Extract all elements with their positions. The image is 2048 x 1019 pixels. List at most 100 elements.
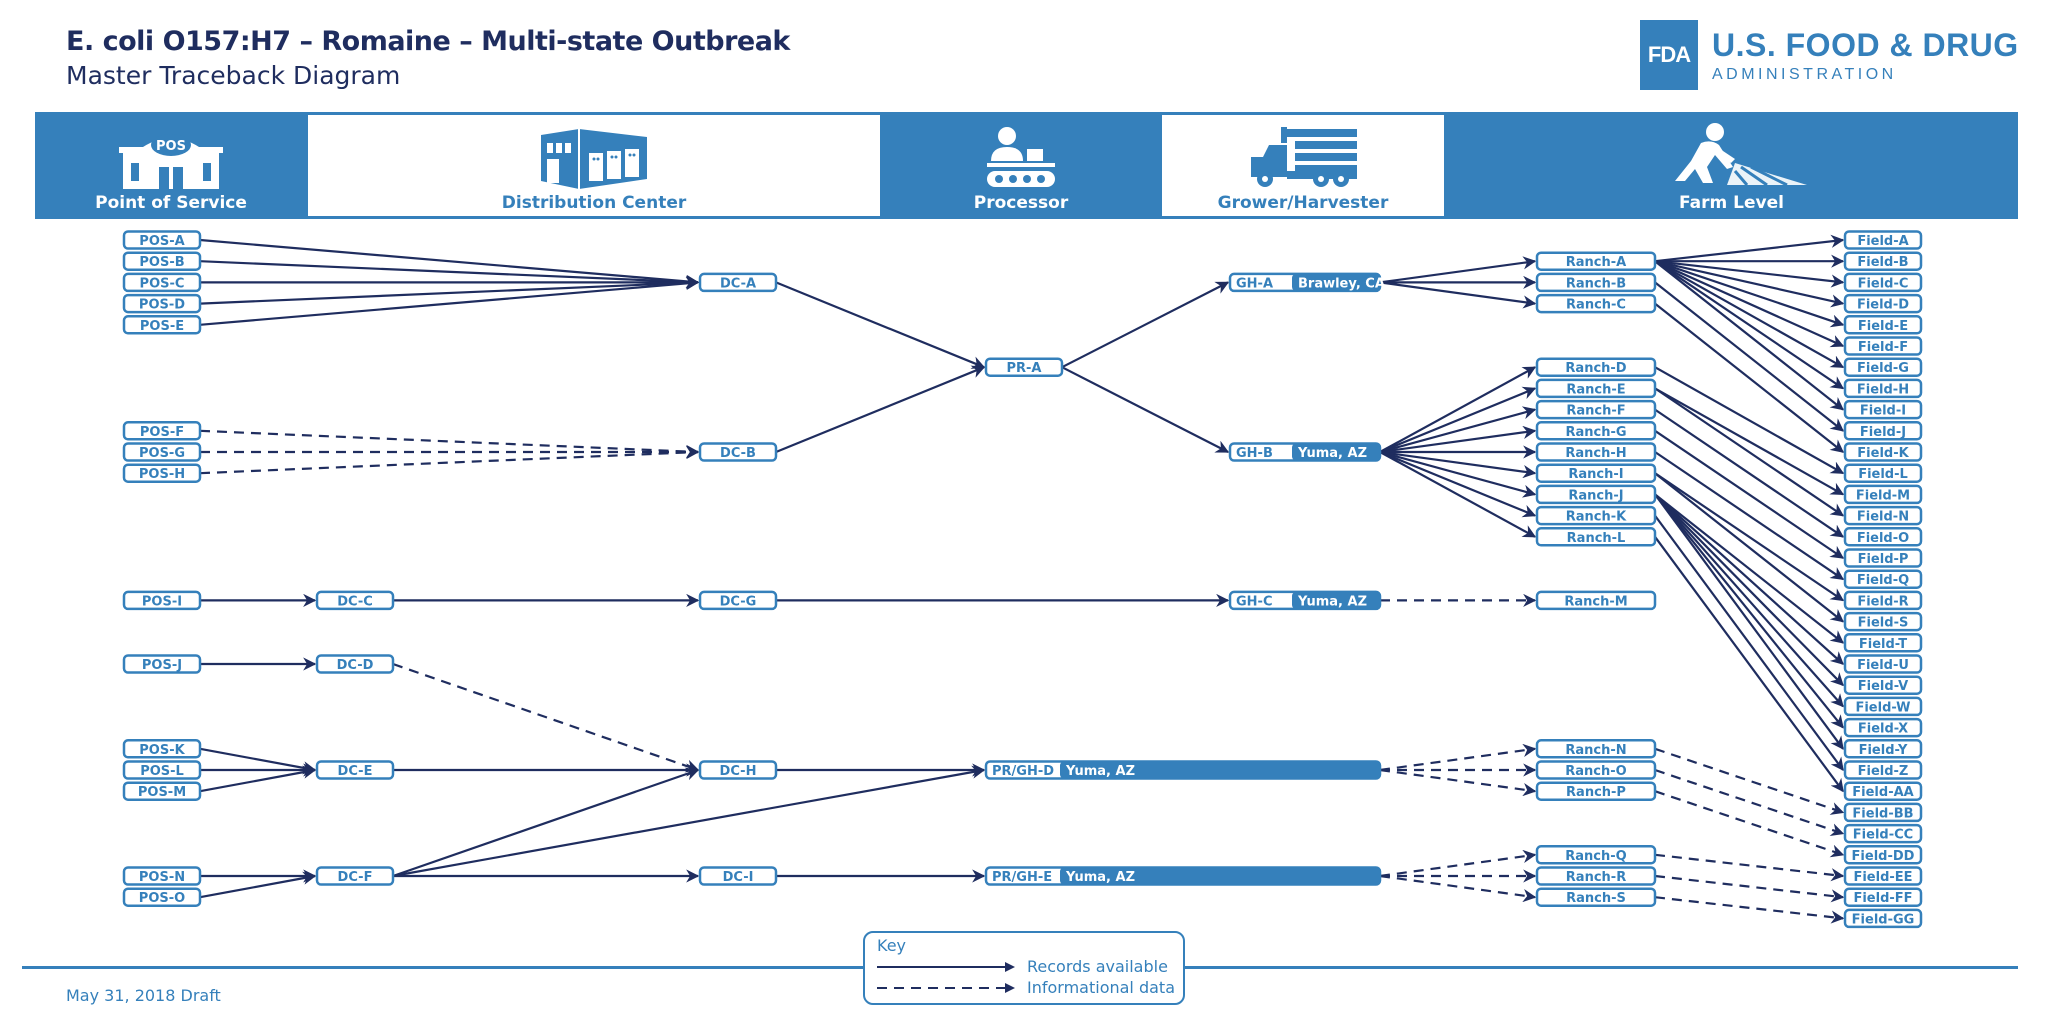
node-label: POS-M [138, 785, 186, 800]
node-pos-g[interactable]: POS-G [122, 442, 202, 462]
node-label: Ranch-C [1566, 298, 1626, 313]
node-ranch-g[interactable]: Ranch-G [1535, 421, 1657, 441]
node-dc-d[interactable]: DC-D [315, 654, 395, 674]
node-ranch-r[interactable]: Ranch-R [1535, 866, 1657, 886]
node-field-v[interactable]: Field-V [1843, 675, 1923, 695]
node-field-k[interactable]: Field-K [1843, 442, 1923, 462]
node-dc-a[interactable]: DC-A [698, 272, 778, 293]
node-field-x[interactable]: Field-X [1843, 717, 1923, 738]
node-ranch-a[interactable]: Ranch-A [1535, 251, 1657, 271]
node-ranch-d[interactable]: Ranch-D [1535, 357, 1657, 377]
node-field-m[interactable]: Field-M [1843, 484, 1923, 505]
node-pos-b[interactable]: POS-B [122, 251, 202, 271]
node-field-d[interactable]: Field-D [1843, 293, 1923, 314]
node-field-gg[interactable]: Field-GG [1843, 908, 1923, 929]
node-field-s[interactable]: Field-S [1843, 611, 1923, 632]
node-field-ee[interactable]: Field-EE [1843, 866, 1923, 886]
node-dc-b[interactable]: DC-B [698, 442, 778, 462]
node-dc-g[interactable]: DC-G [698, 590, 778, 611]
node-field-z[interactable]: Field-Z [1843, 760, 1923, 780]
node-ranch-j[interactable]: Ranch-J [1535, 484, 1657, 505]
node-pos-h[interactable]: POS-H [122, 463, 202, 483]
node-field-c[interactable]: Field-C [1843, 272, 1923, 293]
node-label: Field-CC [1853, 828, 1913, 843]
node-field-ff[interactable]: Field-FF [1843, 887, 1923, 907]
node-dc-f[interactable]: DC-F [315, 866, 395, 886]
node-field-a[interactable]: Field-A [1843, 230, 1923, 250]
node-pos-l[interactable]: POS-L [122, 760, 202, 780]
node-ranch-k[interactable]: Ranch-K [1535, 505, 1657, 526]
node-ranch-m[interactable]: Ranch-M [1535, 590, 1657, 611]
node-ranch-e[interactable]: Ranch-E [1535, 378, 1657, 399]
node-pos-c[interactable]: POS-C [122, 272, 202, 293]
node-pos-d[interactable]: POS-D [122, 293, 202, 314]
node-field-f[interactable]: Field-F [1843, 336, 1923, 356]
node-field-aa[interactable]: Field-AA [1843, 781, 1923, 801]
node-field-h[interactable]: Field-H [1843, 378, 1923, 399]
node-field-q[interactable]: Field-Q [1843, 569, 1923, 589]
node-field-p[interactable]: Field-P [1843, 548, 1923, 568]
node-field-r[interactable]: Field-R [1843, 590, 1923, 611]
node-pos-a[interactable]: POS-A [122, 230, 202, 250]
node-box [1535, 484, 1657, 505]
node-box [1535, 866, 1657, 886]
node-field-o[interactable]: Field-O [1843, 527, 1923, 547]
node-field-g[interactable]: Field-G [1843, 357, 1923, 377]
records-edge [392, 765, 986, 878]
node-ranch-b[interactable]: Ranch-B [1535, 272, 1657, 293]
node-dc-e[interactable]: DC-E [315, 760, 395, 780]
node-pos-o[interactable]: POS-O [122, 887, 202, 907]
node-field-e[interactable]: Field-E [1843, 315, 1923, 335]
node-pos-j[interactable]: POS-J [122, 654, 202, 674]
node-label: Field-R [1857, 594, 1908, 609]
node-ranch-f[interactable]: Ranch-F [1535, 399, 1657, 420]
node-pos-i[interactable]: POS-I [122, 590, 202, 611]
records-edge [1654, 451, 1845, 581]
node-field-l[interactable]: Field-L [1843, 463, 1923, 483]
records-edge [199, 765, 317, 793]
node-pos-f[interactable]: POS-F [122, 421, 202, 441]
node-field-y[interactable]: Field-Y [1843, 739, 1923, 759]
node-field-i[interactable]: Field-I [1843, 399, 1923, 420]
node-dc-h[interactable]: DC-H [698, 760, 778, 780]
node-ranch-p[interactable]: Ranch-P [1535, 781, 1657, 801]
records-edge [1654, 472, 1845, 623]
node-field-t[interactable]: Field-T [1843, 633, 1923, 653]
node-ranch-i[interactable]: Ranch-I [1535, 463, 1657, 483]
node-field-dd[interactable]: Field-DD [1843, 845, 1923, 865]
node-pos-k[interactable]: POS-K [122, 739, 202, 759]
node-field-cc[interactable]: Field-CC [1843, 823, 1923, 844]
node-label: Field-Z [1858, 764, 1909, 779]
node-label: Field-A [1857, 234, 1908, 249]
node-ranch-o[interactable]: Ranch-O [1535, 760, 1657, 780]
node-ranch-l[interactable]: Ranch-L [1535, 527, 1657, 547]
node-ranch-h[interactable]: Ranch-H [1535, 442, 1657, 462]
node-ranch-s[interactable]: Ranch-S [1535, 887, 1657, 907]
node-pr-a[interactable]: PR-A [984, 357, 1064, 377]
legend-key: Key Records available Informational data [863, 931, 1185, 1005]
node-label: DC-B [720, 446, 756, 461]
node-field-n[interactable]: Field-N [1843, 505, 1923, 526]
node-location: Yuma, AZ [1065, 764, 1135, 779]
node-field-bb[interactable]: Field-BB [1843, 802, 1923, 823]
node-pos-m[interactable]: POS-M [122, 781, 202, 801]
node-ranch-q[interactable]: Ranch-Q [1535, 845, 1657, 865]
node-ranch-c[interactable]: Ranch-C [1535, 293, 1657, 314]
node-field-w[interactable]: Field-W [1843, 696, 1923, 717]
node-field-u[interactable]: Field-U [1843, 654, 1923, 674]
node-label: POS-J [142, 658, 182, 673]
node-label: Field-V [1858, 679, 1908, 694]
node-dc-c[interactable]: DC-C [315, 590, 395, 611]
node-field-b[interactable]: Field-B [1843, 251, 1923, 271]
node-ranch-n[interactable]: Ranch-N [1535, 739, 1657, 759]
node-pos-n[interactable]: POS-N [122, 866, 202, 886]
node-dc-i[interactable]: DC-I [698, 866, 778, 886]
node-label: Field-E [1858, 319, 1908, 334]
node-field-j[interactable]: Field-J [1843, 421, 1923, 441]
node-pos-e[interactable]: POS-E [122, 315, 202, 335]
